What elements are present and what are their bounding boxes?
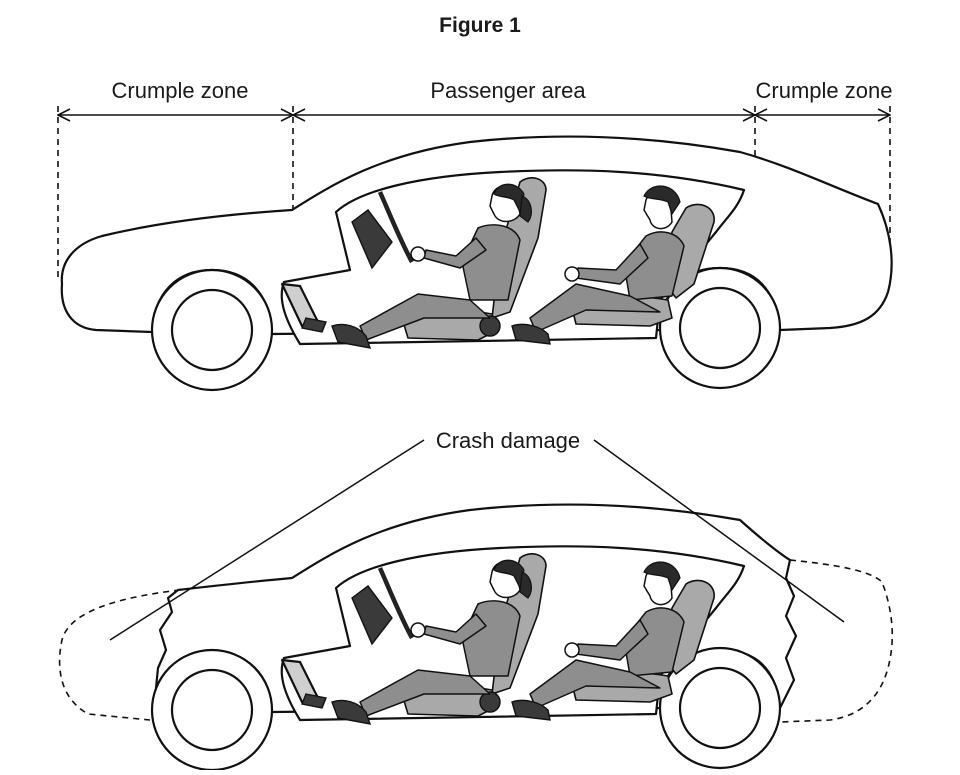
original-front-outline: [58, 589, 181, 721]
front-crumple-zone-label: Crumple zone: [112, 78, 249, 103]
rear-crumple-zone-label: Crumple zone: [756, 78, 893, 103]
crash-damage-label: Crash damage: [436, 428, 580, 453]
intact-car: Crumple zone Passenger area Crumple zone: [58, 78, 893, 392]
figure-title: Figure 1: [439, 14, 521, 37]
passenger-area-label: Passenger area: [430, 78, 586, 103]
original-rear-outline: [779, 559, 894, 723]
crashed-car: [58, 503, 894, 772]
crash-leader-rear: [593, 439, 845, 623]
crash-leader-front: [109, 439, 425, 641]
